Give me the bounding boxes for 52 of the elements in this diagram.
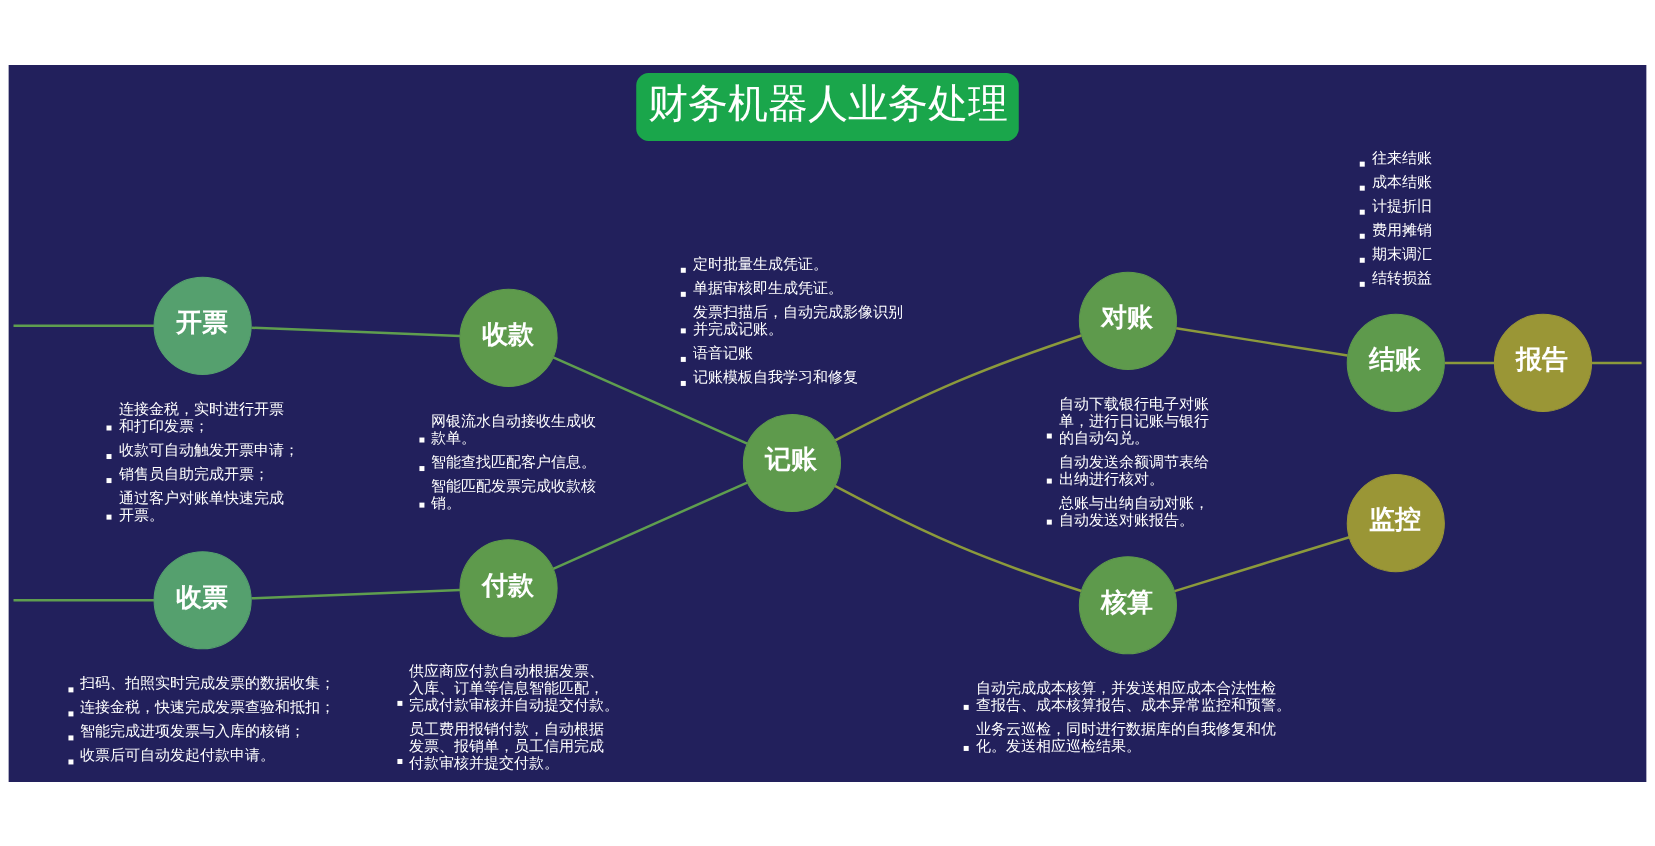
node-circle: 监控 [1346, 473, 1445, 572]
node-circle: 核算 [1078, 555, 1177, 654]
node-label: 业务云巡检，同时进行数据库的自我修复和优化。发送相应巡检结果。 [975, 719, 1276, 755]
node-label: 总账与出纳自动对账，自动发送对账报告。 [1058, 493, 1209, 529]
node-label: 智能匹配发票完成收款核销。 [431, 476, 597, 512]
node-label: 供应商应付款自动根据发票、入库、订单等信息智能匹配，完成付款审核并自动提交付款。 [409, 661, 620, 714]
node-label: 网银流水自动接收生成收款单。 [431, 411, 597, 447]
node-label: 记账模板自我学习和修复 [692, 367, 858, 386]
node-label: 期末调汇 [1371, 244, 1432, 263]
node-label: 连接金税，实时进行开票和打印发票； [118, 399, 284, 435]
node-label: 收款可自动触发开票申请； [118, 440, 299, 459]
node-label: 连接金税，快速完成发票查验和抵扣； [80, 697, 336, 716]
node-label: 语音记账 [692, 343, 753, 362]
connector [834, 484, 1082, 592]
node-label: 往来结账 [1371, 148, 1432, 167]
connector [251, 326, 461, 337]
node-label: 自动完成成本核算，并发送相应成本合法性检查报告、成本核算报告、成本异常监控和预警。 [975, 678, 1291, 714]
connector [1591, 361, 1642, 364]
connector [834, 333, 1082, 441]
node-label: 单据审核即生成凭证。 [692, 278, 843, 297]
node-label: 费用摊销 [1371, 220, 1432, 239]
node-label: 收票后可自动发起付款申请。 [80, 745, 276, 764]
node-label: 自动发送余额调节表给出纳进行核对。 [1058, 452, 1209, 488]
connector [552, 355, 748, 445]
node-label: 发票扫描后，自动完成影像识别并完成记账。 [692, 302, 903, 338]
node-label: 定时批量生成凭证。 [692, 254, 828, 273]
node-label: 成本结账 [1371, 172, 1432, 191]
connector [1444, 361, 1495, 364]
node-label: 自动下载银行电子对账单，进行日记账与银行的自动勾兑。 [1058, 394, 1209, 447]
node-circle: 收款 [459, 288, 558, 387]
connector [1175, 326, 1348, 357]
node-circle: 对账 [1078, 271, 1177, 370]
node-circle: 收票 [153, 550, 252, 649]
node-label: 智能查找匹配客户信息。 [431, 452, 597, 471]
connector [13, 598, 154, 601]
node-label: 扫码、拍照实时完成发票的数据收集； [80, 673, 336, 692]
node-circle: 付款 [459, 538, 558, 637]
node-label: 计提折旧 [1371, 196, 1432, 215]
node-circle: 记账 [742, 413, 841, 512]
node-label: 通过客户对账单快速完成开票。 [118, 488, 284, 524]
node-label: 销售员自助完成开票； [118, 464, 269, 483]
node-circle: 开票 [153, 276, 252, 375]
connector [552, 480, 748, 570]
node-label: 员工费用报销付款，自动根据发票、报销单，员工信用完成付款审核并提交付款。 [409, 719, 605, 772]
node-circle: 报告 [1493, 313, 1593, 412]
diagram-title: 财务机器人业务处理 [648, 79, 1009, 126]
node-label: 智能完成进项发票与入库的核销； [80, 721, 306, 740]
node-label: 结转损益 [1371, 268, 1432, 287]
connector [251, 588, 461, 600]
node-circle: 结账 [1346, 313, 1445, 412]
connector [1174, 535, 1350, 592]
connector [13, 324, 154, 327]
